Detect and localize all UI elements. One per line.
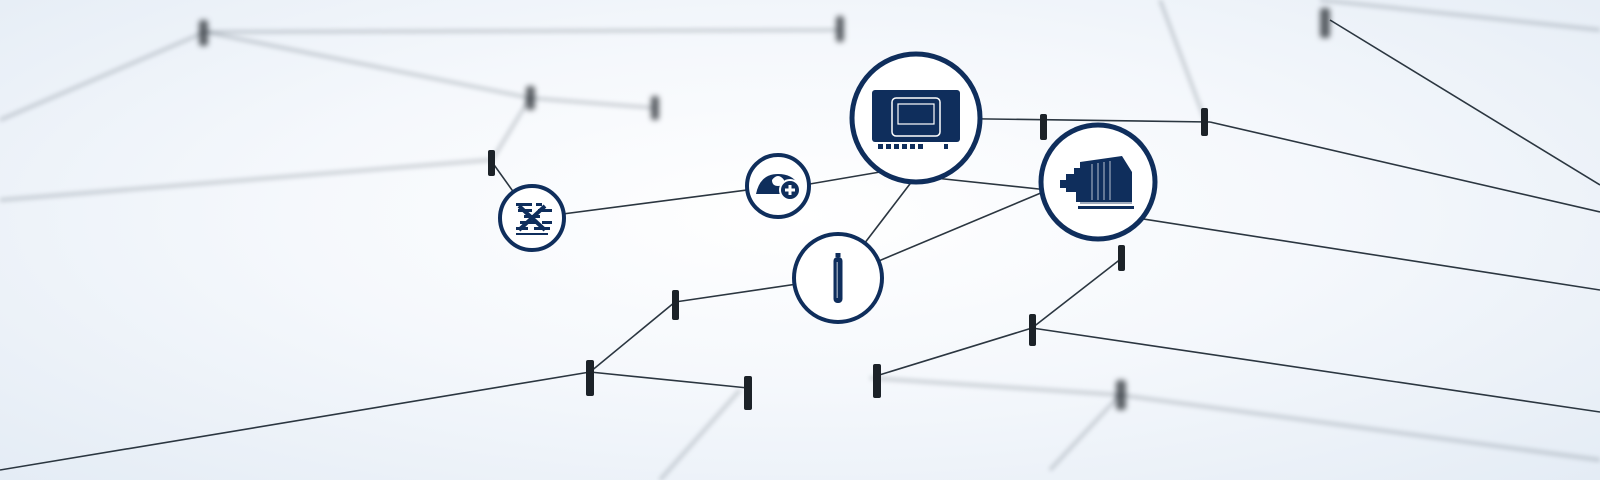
pins <box>488 108 1208 410</box>
controller-panel-icon <box>849 51 983 185</box>
gas-cylinder-icon <box>792 232 884 324</box>
water-drop-plus-icon <box>745 153 811 219</box>
connection-strings <box>0 19 1600 471</box>
chemical-formula-icon <box>498 184 566 252</box>
dosing-pump-icon <box>1038 122 1158 242</box>
background-pins <box>199 8 1330 410</box>
